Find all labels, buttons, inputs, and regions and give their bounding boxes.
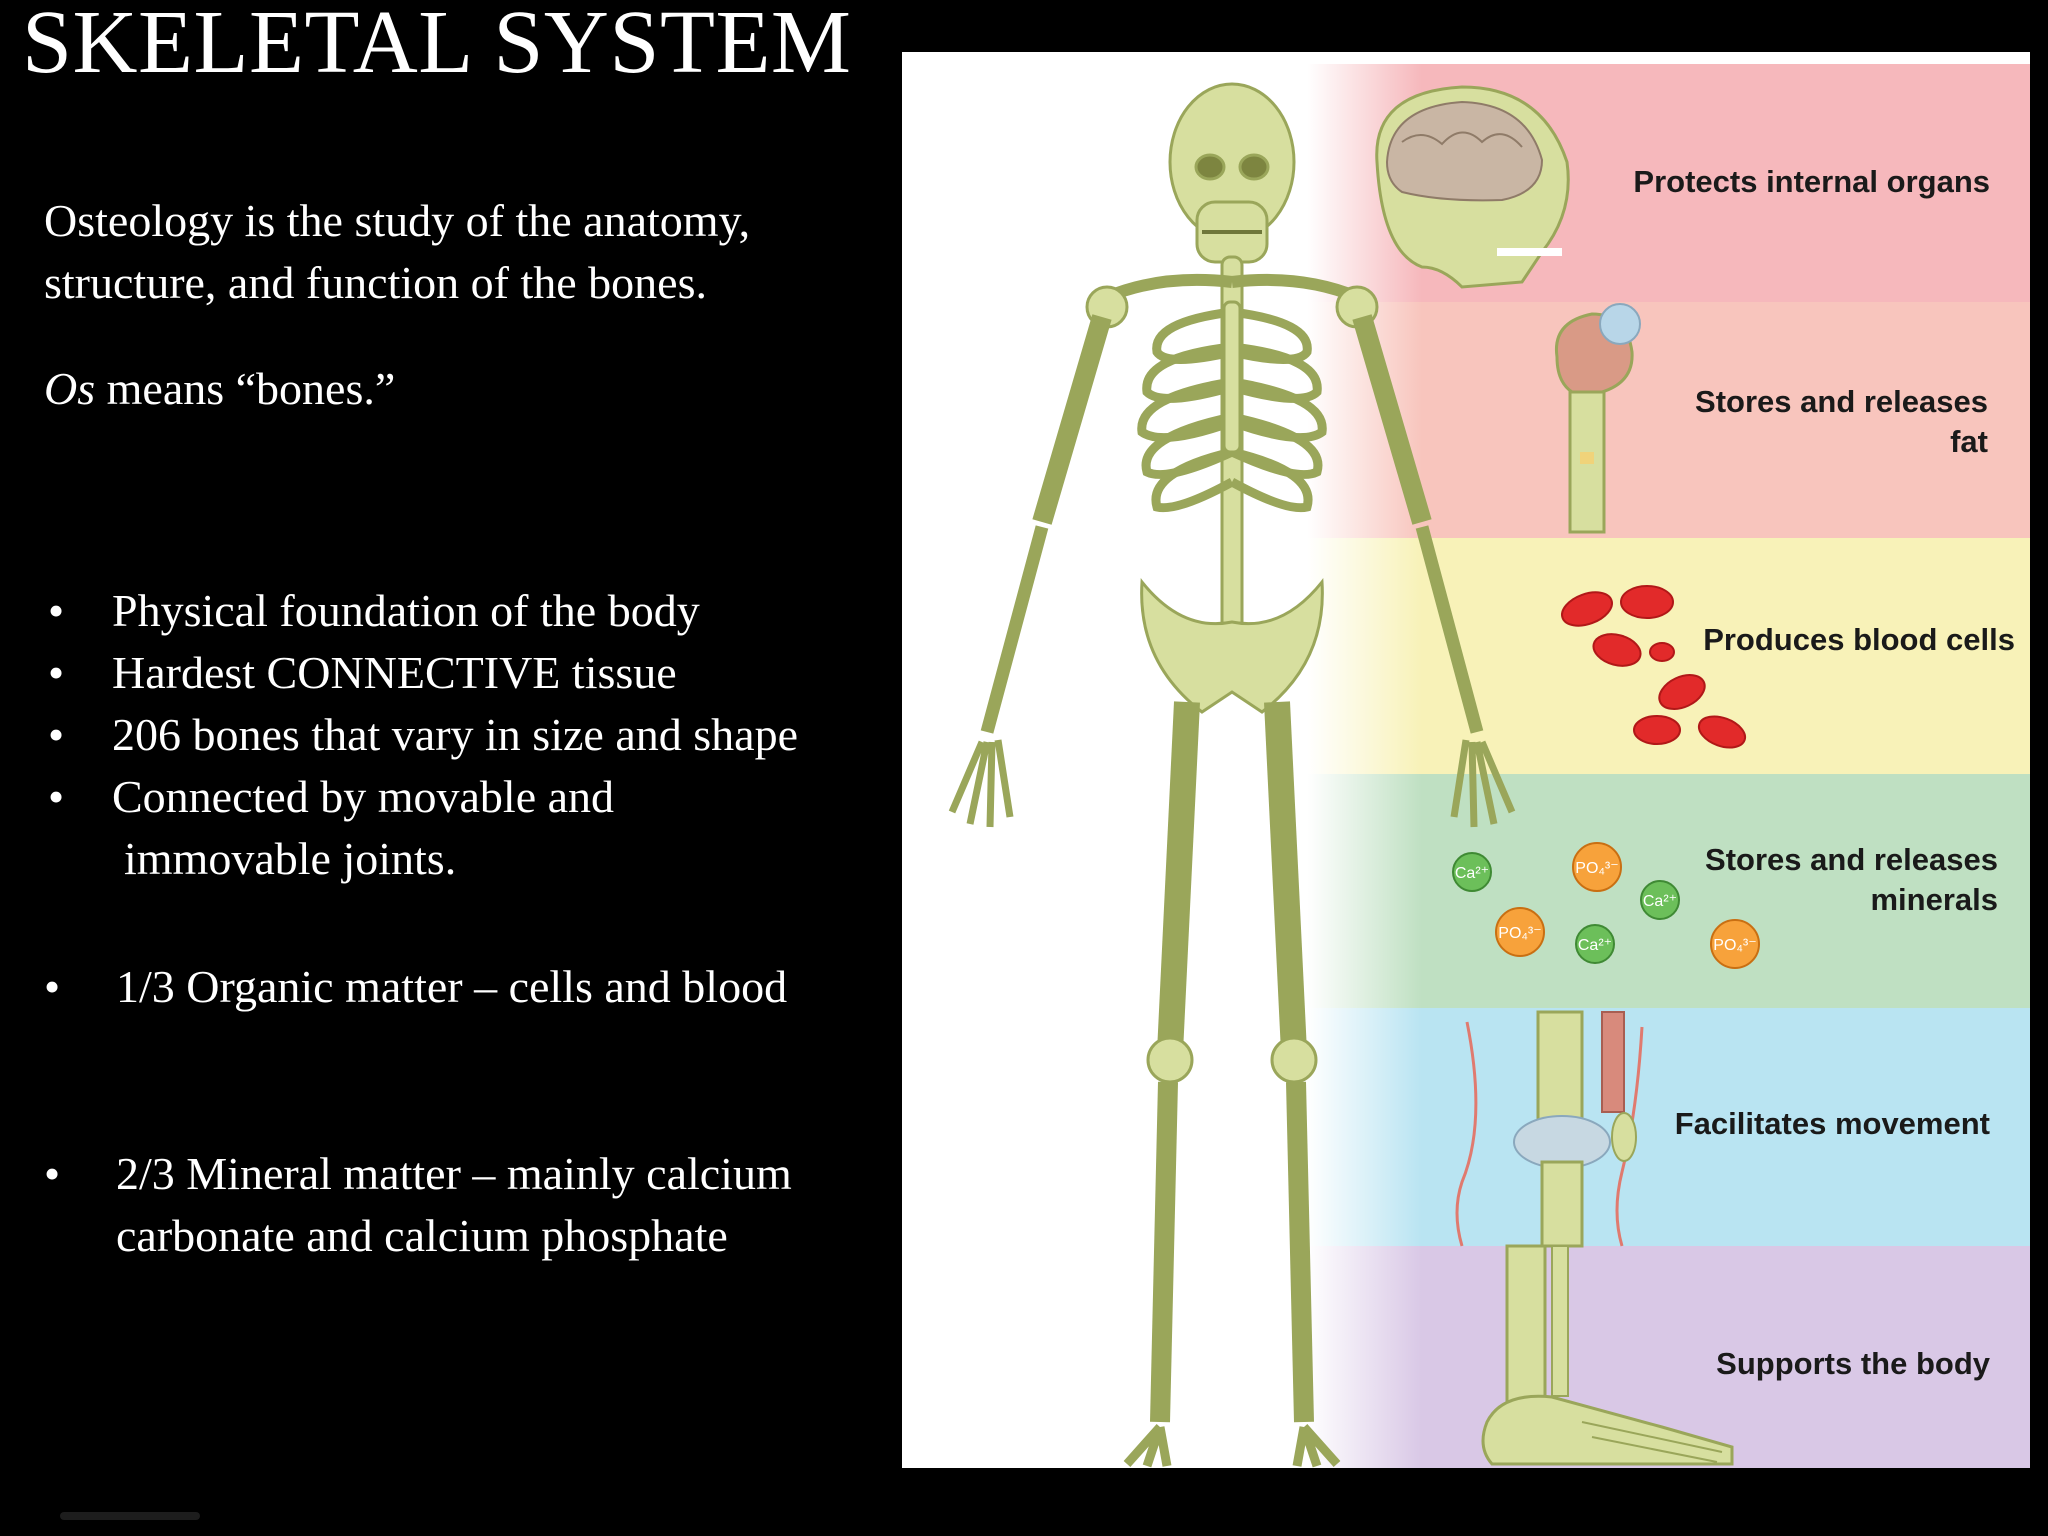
forearm-left (980, 525, 1049, 734)
label-support: Supports the body (1716, 1346, 1990, 1381)
calcium-ion-2: Ca²⁺ (1640, 880, 1680, 920)
bullet-continuation: immovable joints. (124, 833, 457, 884)
organic-list: • 1/3 Organic matter – cells and blood (40, 956, 870, 1018)
skull-brain-icon (1375, 85, 1570, 289)
eye-socket-right (1238, 153, 1270, 181)
calcium-label: Ca²⁺ (1578, 937, 1612, 954)
label-protects: Protects internal organs (1633, 164, 1990, 199)
pelvis (1140, 578, 1324, 714)
mineral-ions-icon: Ca²⁺ PO₄³⁻ Ca²⁺ PO₄³⁻ Ca²⁺ PO₄³⁻ (1452, 842, 1760, 969)
femur-right (1264, 701, 1307, 1053)
femur-left (1157, 701, 1200, 1053)
list-item: • 2/3 Mineral matter – mainly calcium car… (40, 1143, 870, 1267)
list-item: • 206 bones that vary in size and shape (44, 704, 904, 766)
foot-left (1123, 1424, 1172, 1468)
slide-title: SKELETAL SYSTEM (22, 0, 852, 92)
label-fat-line2: fat (1950, 424, 1988, 459)
tibia-right (1286, 1081, 1314, 1423)
bullet-text: Physical foundation of the body (112, 585, 700, 636)
os-meaning: means “bones.” (95, 363, 396, 414)
phosphate-label: PO₄³⁻ (1713, 937, 1756, 954)
clavicle-right (1231, 273, 1360, 303)
os-word: Os (44, 363, 96, 414)
list-item: • Connected by movable and immovable joint… (44, 766, 904, 890)
calcium-label: Ca²⁺ (1643, 893, 1677, 910)
bullet-dot: • (43, 961, 61, 1012)
list-item: • Hardest CONNECTIVE tissue (44, 642, 904, 704)
label-fat: Stores and releases fat (1695, 382, 1988, 462)
phosphate-ion-3: PO₄³⁻ (1710, 919, 1760, 969)
bullet-dot: • (47, 771, 65, 822)
list-item: • Physical foundation of the body (44, 580, 904, 642)
organic-matter-text: 1/3 Organic matter – cells and blood (116, 961, 788, 1012)
bullet-dot: • (47, 585, 65, 636)
label-blood-cells: Produces blood cells (1703, 622, 2015, 657)
eye-socket-left (1194, 153, 1226, 181)
phosphate-ion-1: PO₄³⁻ (1572, 842, 1622, 892)
humerus-right (1352, 314, 1432, 525)
bullet-text: Hardest CONNECTIVE tissue (112, 647, 677, 698)
foot-right (1292, 1424, 1341, 1468)
clavicle-left (1104, 273, 1233, 303)
facts-list: • Physical foundation of the body • Hardes… (44, 580, 904, 890)
skeleton-illustration: Ca²⁺ PO₄³⁻ Ca²⁺ PO₄³⁻ Ca²⁺ PO₄³⁻ (948, 82, 1760, 1468)
foot-bones-icon (1481, 1244, 1734, 1466)
rib-cage (1137, 307, 1327, 513)
knee-left (1146, 1036, 1194, 1084)
mineral-matter-text: 2/3 Mineral matter – mainly calcium carb… (116, 1148, 792, 1261)
sternum (1222, 300, 1242, 454)
label-minerals-line2: minerals (1870, 882, 1998, 917)
label-minerals: Stores and releases minerals (1705, 840, 1998, 920)
intro-text: Osteology is the study of the anatomy, s… (44, 195, 751, 308)
red-blood-cells-icon (1561, 585, 1747, 749)
bullet-dot: • (47, 647, 65, 698)
hand-left (948, 739, 1014, 828)
mineral-list: • 2/3 Mineral matter – mainly calcium car… (40, 1143, 870, 1267)
os-definition: Os means “bones.” (44, 358, 395, 420)
calcium-ion-1: Ca²⁺ (1452, 852, 1492, 892)
phosphate-label: PO₄³⁻ (1498, 925, 1541, 942)
phosphate-label: PO₄³⁻ (1575, 860, 1618, 877)
hand-right (1450, 739, 1516, 828)
knee-right (1270, 1036, 1318, 1084)
label-fat-line1: Stores and releases (1695, 384, 1988, 419)
tibia-left (1150, 1081, 1178, 1423)
calcium-label: Ca²⁺ (1455, 865, 1489, 882)
forearm-right (1415, 525, 1484, 734)
footer-mark (60, 1512, 200, 1520)
label-movement: Facilitates movement (1674, 1106, 1990, 1141)
bullet-dot: • (43, 1148, 61, 1199)
skeleton-functions-figure: Ca²⁺ PO₄³⁻ Ca²⁺ PO₄³⁻ Ca²⁺ PO₄³⁻ Protect… (902, 52, 2030, 1468)
phosphate-ion-2: PO₄³⁻ (1495, 907, 1545, 957)
humerus-left (1032, 314, 1112, 525)
bullet-text: 206 bones that vary in size and shape (112, 709, 798, 760)
bone-marrow-icon (1554, 303, 1641, 534)
label-minerals-line1: Stores and releases (1705, 842, 1998, 877)
skeleton-body (948, 82, 1516, 1468)
knee-joint-icon (1455, 1010, 1644, 1248)
bullet-dot: • (47, 709, 65, 760)
list-item: • 1/3 Organic matter – cells and blood (40, 956, 870, 1018)
calcium-ion-3: Ca²⁺ (1575, 924, 1615, 964)
bullet-text: Connected by movable and (112, 771, 615, 822)
